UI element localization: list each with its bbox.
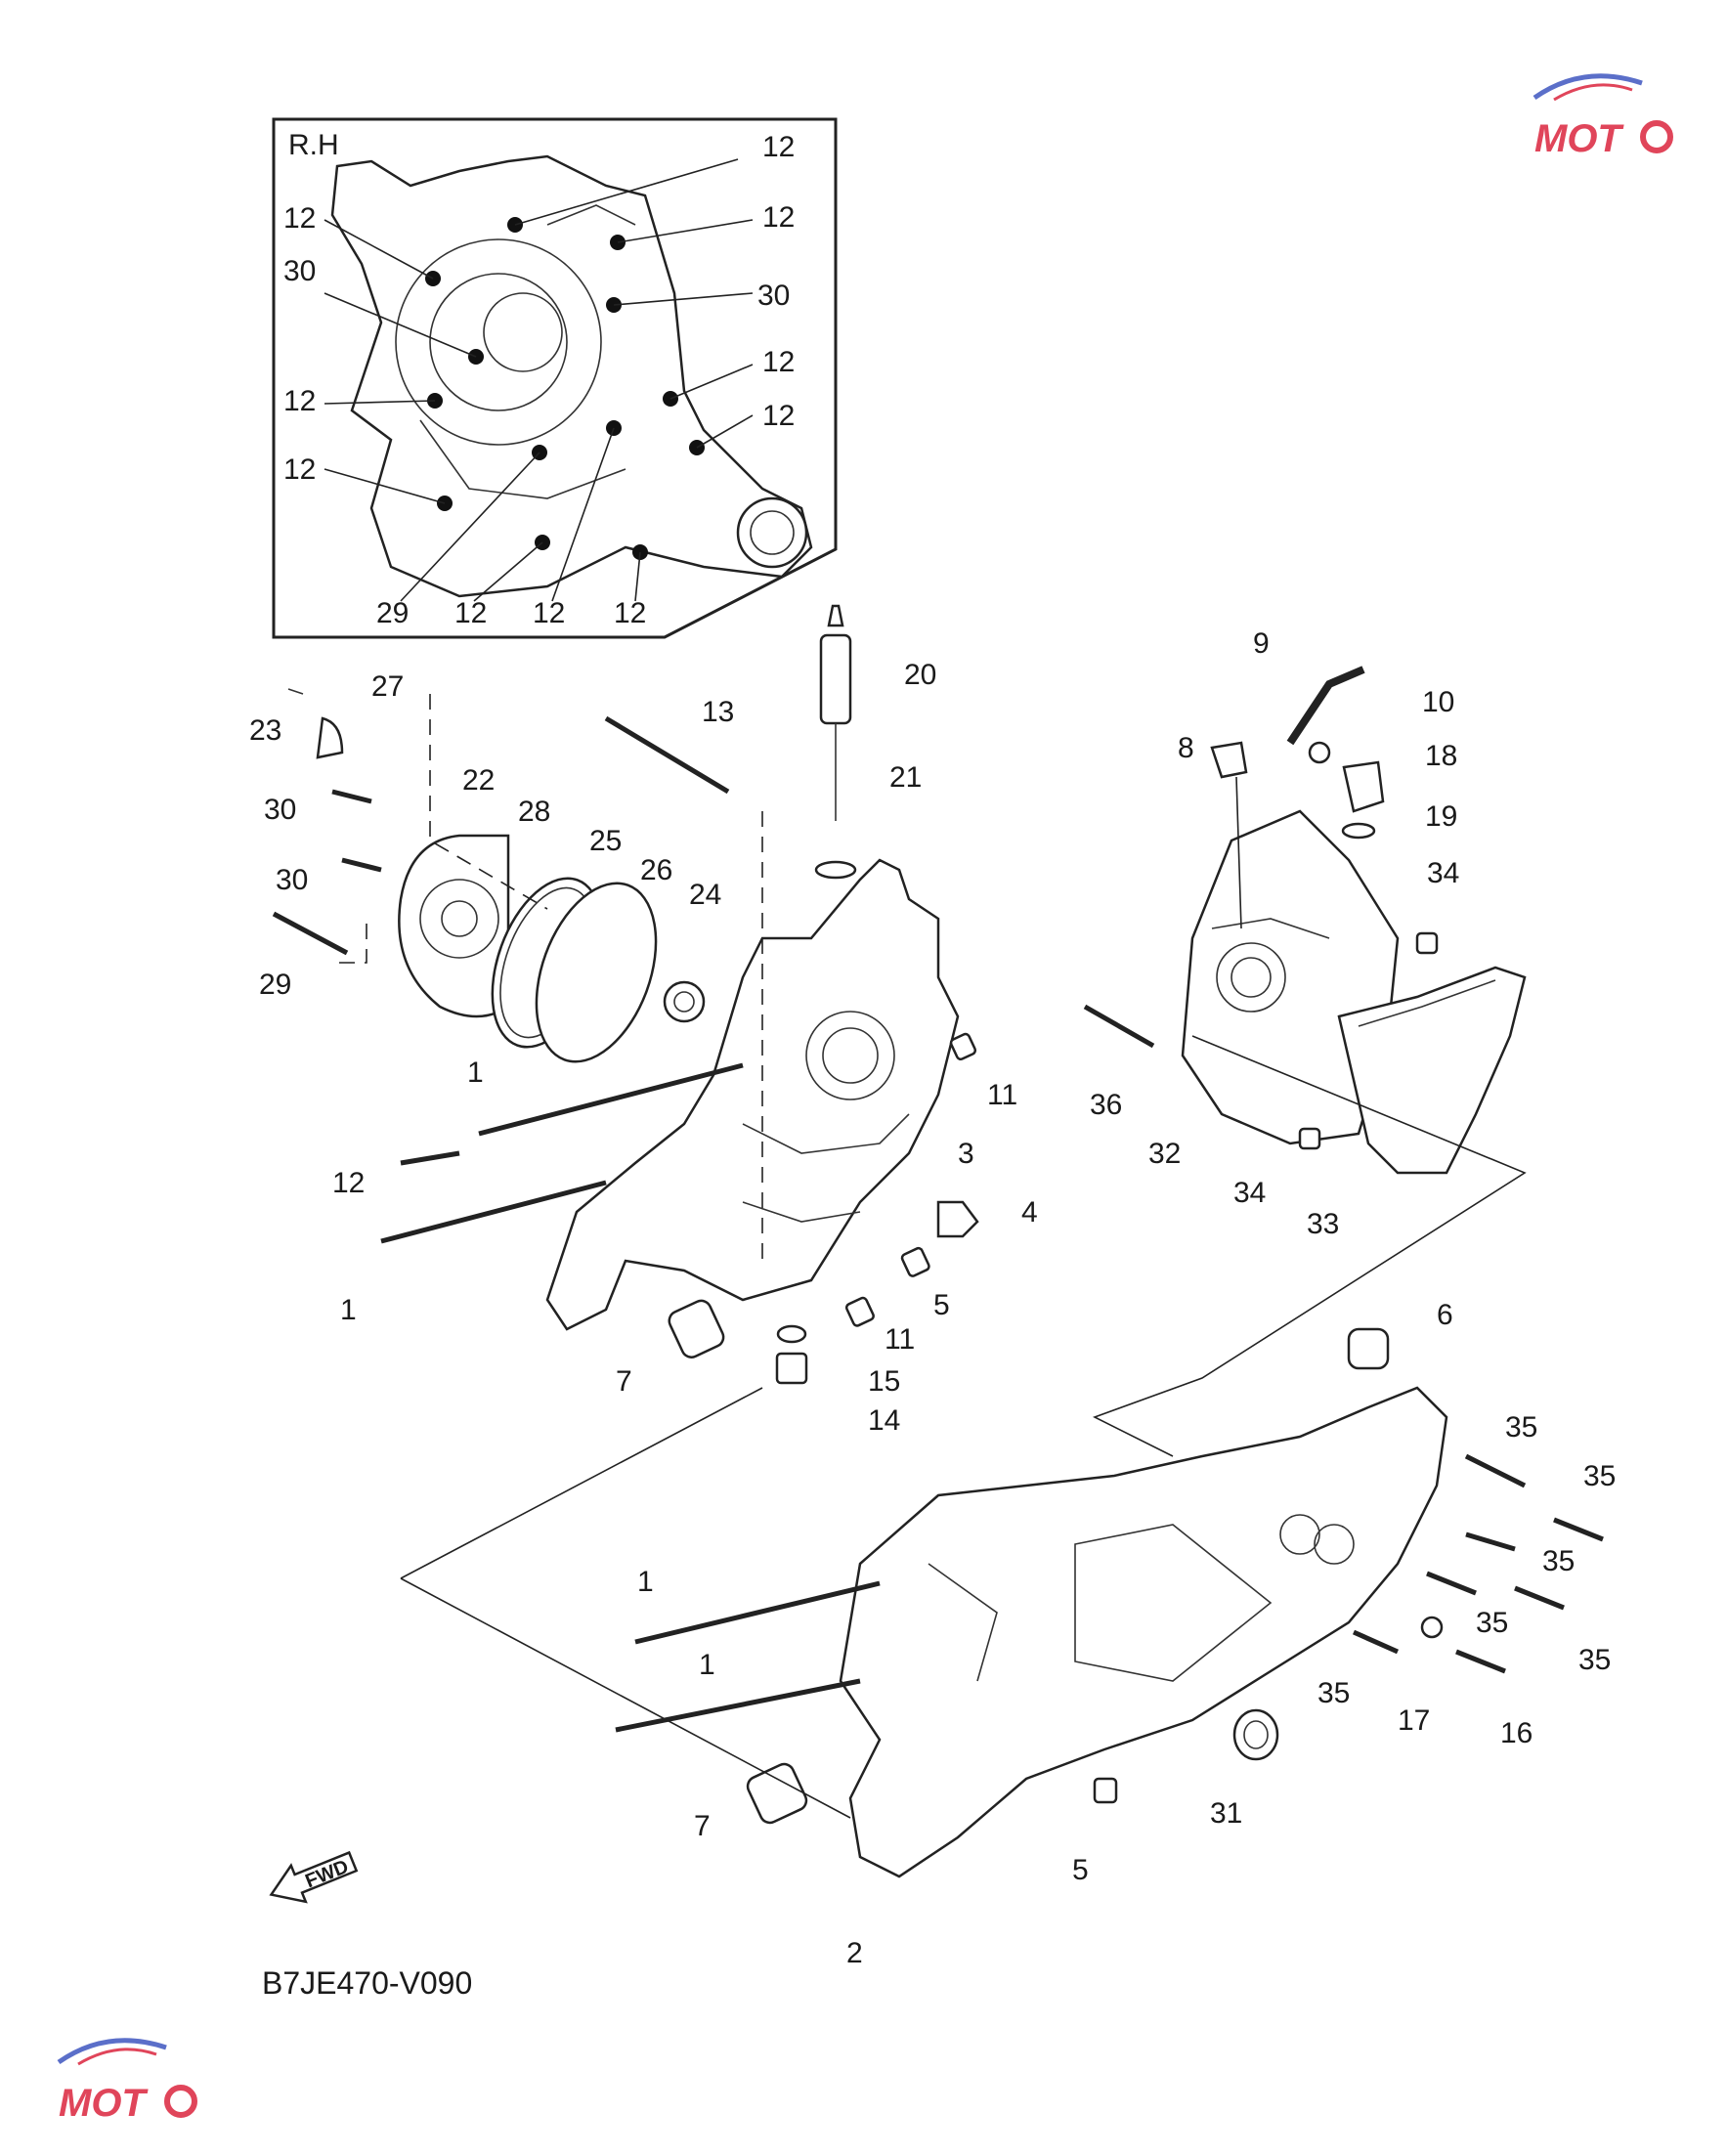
- left-crankcase-assembly: [400, 1327, 1604, 1878]
- callout-label: 7: [616, 1365, 632, 1398]
- callout-label: 14: [868, 1404, 900, 1437]
- callout-label: 4: [1021, 1196, 1038, 1229]
- main-callouts: 20 9 10 8 18 19 21 34 27 23 13 22 28 30 …: [249, 627, 1616, 1969]
- svg-text:MOT: MOT: [1534, 117, 1624, 160]
- left-cover-assembly: [1083, 666, 1527, 1457]
- callout-label: 12: [762, 400, 795, 432]
- callout-label: 29: [376, 597, 409, 629]
- callout-label: 12: [533, 597, 565, 629]
- callout-label: 12: [454, 597, 487, 629]
- callout-label: 35: [1583, 1460, 1616, 1492]
- diagram-code: B7JE470-V090: [262, 1965, 472, 2001]
- callout-label: 6: [1437, 1299, 1453, 1331]
- callout-label: 21: [889, 761, 922, 794]
- callout-label: 11: [885, 1323, 915, 1356]
- callout-label: 12: [762, 131, 795, 163]
- callout-label: 1: [699, 1649, 715, 1681]
- callout-label: 5: [1072, 1854, 1089, 1886]
- callout-label: 12: [762, 346, 795, 378]
- callout-label: 34: [1233, 1177, 1266, 1209]
- callout-label: 7: [694, 1810, 711, 1842]
- callout-label: 18: [1425, 740, 1457, 772]
- callout-label: 31: [1210, 1797, 1242, 1830]
- callout-label: 1: [340, 1294, 357, 1326]
- callout-label: 35: [1578, 1644, 1611, 1676]
- callout-label: 12: [283, 202, 316, 235]
- callout-label: 30: [757, 280, 790, 312]
- callout-label: 24: [689, 879, 721, 911]
- callout-label: 12: [332, 1167, 365, 1199]
- callout-label: 34: [1427, 857, 1459, 889]
- callout-label: 10: [1422, 686, 1454, 718]
- callout-label: 17: [1398, 1704, 1430, 1737]
- right-crankcase-assembly: [272, 604, 979, 1385]
- callout-label: 3: [958, 1138, 974, 1170]
- callout-label: 35: [1317, 1677, 1350, 1709]
- callout-label: 30: [264, 794, 296, 826]
- callout-label: 1: [637, 1566, 654, 1598]
- callout-label: 13: [702, 696, 734, 728]
- callout-label: 26: [640, 854, 672, 886]
- callout-label: 9: [1253, 627, 1270, 660]
- callout-label: 32: [1148, 1138, 1181, 1170]
- callout-label: 1: [467, 1056, 484, 1089]
- callout-label: 30: [283, 255, 316, 287]
- callout-label: 35: [1542, 1545, 1575, 1577]
- callout-label: 19: [1425, 800, 1457, 833]
- inset-title: R.H: [288, 129, 339, 161]
- callout-label: 36: [1090, 1089, 1122, 1121]
- callout-label: 8: [1178, 732, 1194, 764]
- callout-label: 27: [371, 670, 404, 703]
- callout-label: 5: [933, 1289, 950, 1321]
- callout-label: 30: [276, 864, 308, 896]
- callout-label: 35: [1505, 1411, 1537, 1444]
- callout-label: 16: [1500, 1717, 1533, 1749]
- moto-logo-icon: MOT: [57, 2038, 197, 2125]
- moto-logo-icon: MOT: [1533, 73, 1673, 160]
- callout-label: 22: [462, 764, 495, 797]
- callout-label: 12: [614, 597, 646, 629]
- callout-label: 11: [987, 1079, 1017, 1111]
- callout-label: 20: [904, 659, 936, 691]
- callout-label: 23: [249, 714, 281, 747]
- callout-label: 29: [259, 969, 291, 1001]
- callout-label: 15: [868, 1365, 900, 1398]
- fwd-arrow-icon: FWD: [269, 1850, 359, 1904]
- callout-label: 25: [589, 825, 622, 857]
- svg-text:MOT: MOT: [59, 2082, 149, 2125]
- callout-label: 2: [846, 1937, 863, 1969]
- callout-label: 12: [762, 201, 795, 234]
- inset-callouts: 12 12 12 30 30 12 12 12 12 13 29 12 12 1…: [283, 131, 795, 629]
- callout-label: 12: [283, 385, 316, 417]
- rh-inset-panel: R.H: [272, 117, 838, 639]
- callout-label: 33: [1307, 1208, 1339, 1240]
- callout-label: 28: [518, 796, 550, 828]
- callout-label: 35: [1476, 1607, 1508, 1639]
- callout-label: 12: [283, 453, 316, 486]
